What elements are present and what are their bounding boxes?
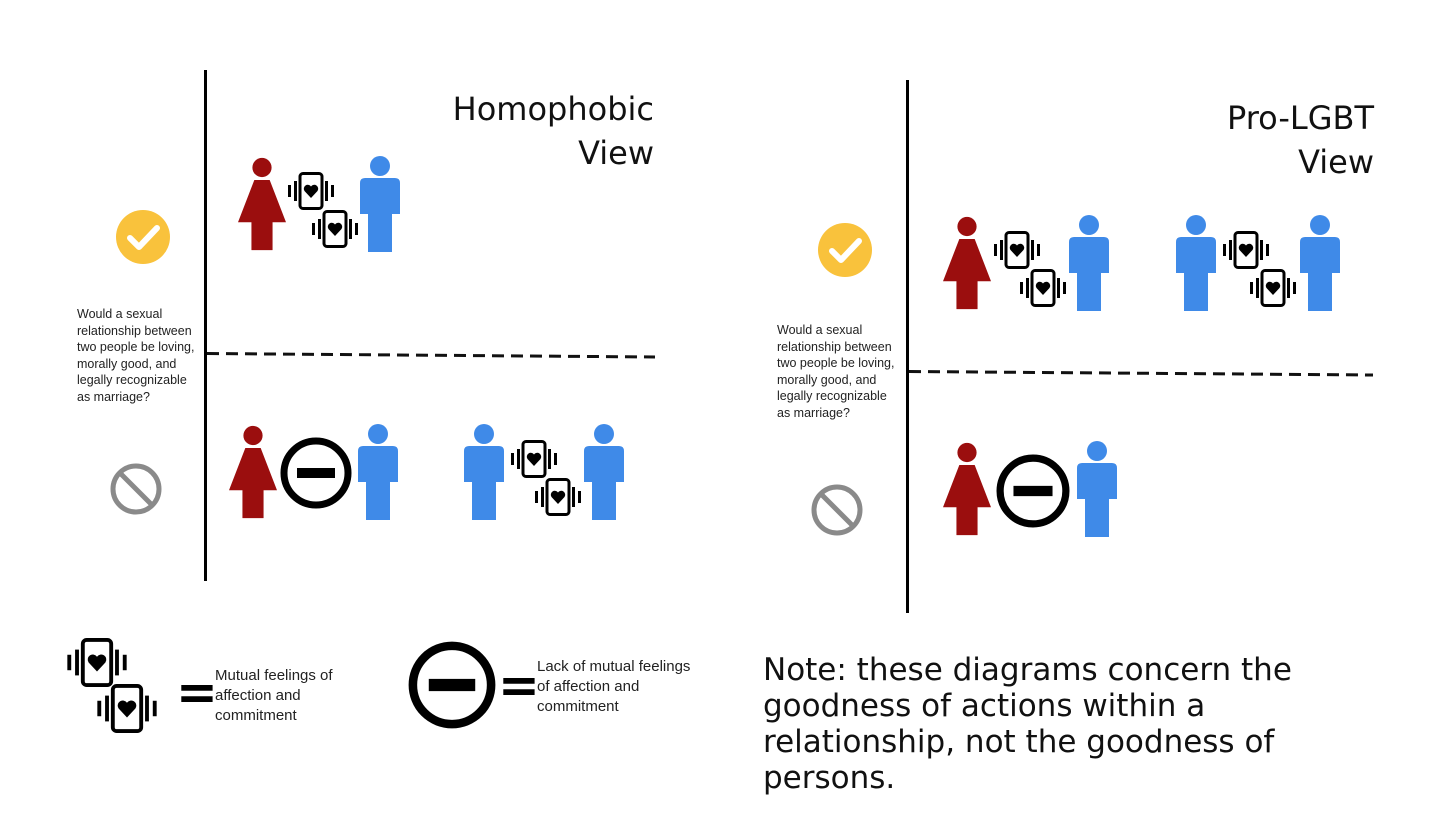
man-icon [584,424,624,520]
affection-phone-icon [311,210,359,248]
right-vertical-axis [906,80,909,613]
left-question-text: Would a sexual relationship between two … [77,307,195,404]
man-icon [358,424,398,520]
affection-phone-icon [510,440,558,478]
legend-equals-sign: = [176,663,218,721]
prohibited-icon [109,462,163,516]
right-title-line1: Pro-LGBT [1226,99,1374,137]
check-circle-icon [818,223,872,277]
man-icon [1077,441,1117,537]
footnote: Note: these diagrams concern the goodnes… [763,652,1292,796]
affection-phone-icon [993,231,1041,269]
man-icon [464,424,504,520]
affection-phone-icon [96,684,158,733]
right-question-text: Would a sexual relationship between two … [777,323,895,420]
affection-phone-icon [1019,269,1067,307]
affection-phone-icon [534,478,582,516]
affection-phone-icon [287,172,335,210]
check-circle-icon [116,210,170,264]
left-title-line2: View [578,134,654,172]
woman-icon [943,215,991,311]
left-divider-dashed [206,352,656,359]
legend-lack-label: Lack of mutual feelings of affection and… [537,658,691,715]
legend-mutual-label: Mutual feelings of affection and commitm… [215,667,333,724]
prohibited-icon [810,483,864,537]
lack-of-affection-icon [996,454,1070,528]
lack-of-affection-icon [408,641,496,729]
right-title-line2: View [1298,143,1374,181]
man-icon [360,156,400,252]
man-icon [1300,215,1340,311]
affection-phone-icon [1249,269,1297,307]
right-divider-dashed [908,370,1374,377]
left-title-line1: Homophobic [452,90,654,128]
man-icon [1176,215,1216,311]
woman-icon [943,441,991,537]
legend-equals-sign: = [498,656,540,714]
woman-icon [238,156,286,252]
right-panel-title: Pro-LGBT View [1140,96,1374,184]
lack-of-affection-icon [280,437,352,509]
left-panel-title: Homophobic View [420,87,654,175]
left-vertical-axis [204,70,207,581]
affection-phone-icon [66,638,128,687]
affection-phone-icon [1222,231,1270,269]
man-icon [1069,215,1109,311]
woman-icon [229,424,277,520]
